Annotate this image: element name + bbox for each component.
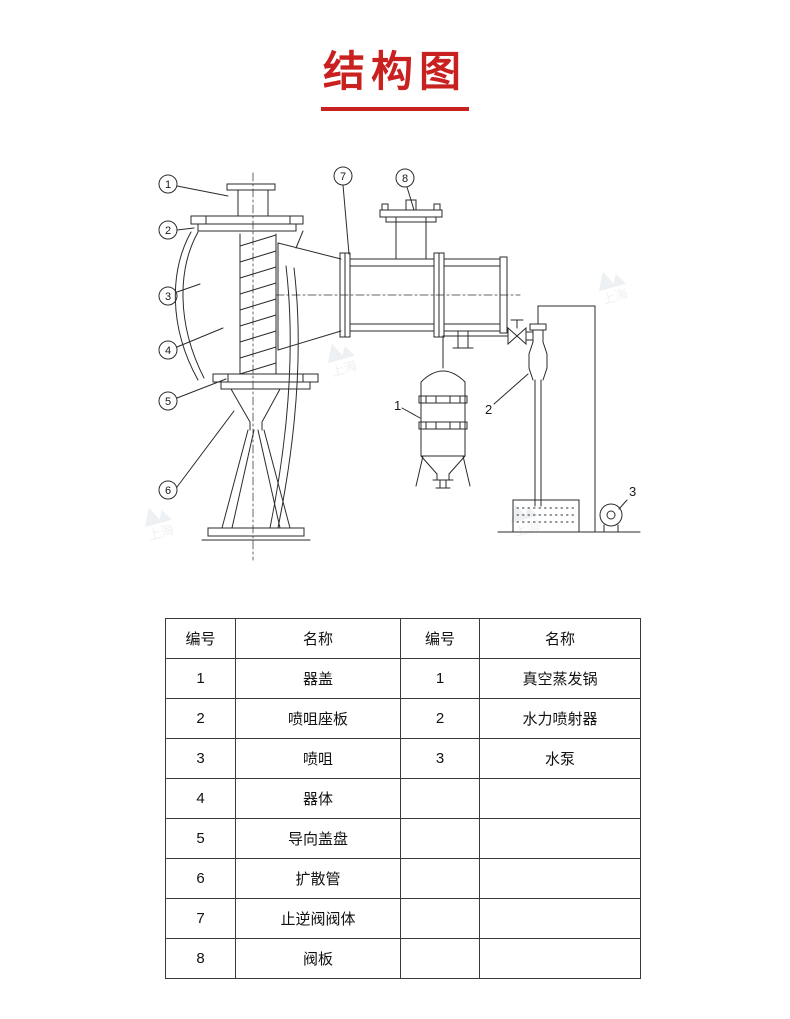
callout-1: 1 [158,174,229,197]
callout-6: 6 [158,410,235,500]
callout-8: 8 [395,168,415,211]
table-row: 6 扩散管 [165,858,641,899]
ejector-body-assembly [174,183,319,541]
svg-text:2: 2 [165,225,171,237]
table-row: 5 导向盖盘 [165,818,641,859]
parts-table: 编号 名称 编号 名称 1 器盖 1 真空蒸发锅 2 喷咀座板 2 水力喷射器 … [165,618,641,979]
watermark: 上海 上海 上海 上海 [144,271,630,544]
callout-2: 2 [158,220,195,240]
part-no: 3 [400,738,480,779]
svg-text:2: 2 [485,402,492,417]
part-label-2: 2 [485,373,529,417]
part-no [400,898,480,939]
part-no: 6 [165,858,236,899]
svg-text:上海: 上海 [600,286,629,308]
part-no: 1 [165,658,236,699]
part-name: 阀板 [235,938,401,979]
part-name: 器体 [235,778,401,819]
structure-drawing: 上海 上海 上海 上海 [144,166,641,561]
table-row: 2 喷咀座板 2 水力喷射器 [165,698,641,739]
header-no-left: 编号 [165,618,236,659]
svg-text:7: 7 [340,171,346,183]
part-name: 导向盖盘 [235,818,401,859]
part-name [479,898,641,939]
header-name-left: 名称 [235,618,401,659]
part-no [400,938,480,979]
table-row: 8 阀板 [165,938,641,979]
title-area: 结构图 [0,38,790,111]
svg-text:5: 5 [165,396,171,408]
part-label-1: 1 [394,398,421,419]
svg-text:1: 1 [165,179,171,191]
part-name: 真空蒸发锅 [479,658,641,699]
svg-text:3: 3 [165,291,171,303]
installation-schematic [415,305,641,533]
svg-text:3: 3 [629,484,636,499]
table-row: 1 器盖 1 真空蒸发锅 [165,658,641,699]
part-label-3: 3 [618,484,636,510]
table-row: 3 喷咀 3 水泵 [165,738,641,779]
part-no: 7 [165,898,236,939]
centerlines [252,172,521,561]
part-name: 水力喷射器 [479,698,641,739]
callout-7: 7 [333,166,353,255]
table-header-row: 编号 名称 编号 名称 [165,618,641,659]
part-no: 4 [165,778,236,819]
part-no: 3 [165,738,236,779]
diffuser-check-valve-assembly [277,199,508,351]
svg-text:4: 4 [165,345,171,357]
part-name [479,778,641,819]
header-no-right: 编号 [400,618,480,659]
callouts: 1 2 3 4 5 [158,166,415,500]
table-row: 7 止逆阀阀体 [165,898,641,939]
callout-3: 3 [158,283,201,306]
part-name: 扩散管 [235,858,401,899]
part-no: 2 [400,698,480,739]
part-no [400,818,480,859]
svg-text:上海: 上海 [512,518,541,540]
part-name: 器盖 [235,658,401,699]
svg-text:上海: 上海 [329,358,358,380]
part-no: 1 [400,658,480,699]
part-name: 喷咀座板 [235,698,401,739]
callout-4: 4 [158,327,224,360]
svg-text:上海: 上海 [146,522,175,544]
schematic-part-labels: 1 2 3 [394,373,636,510]
part-name: 喷咀 [235,738,401,779]
part-no: 2 [165,698,236,739]
svg-text:8: 8 [402,173,408,185]
part-name: 水泵 [479,738,641,779]
callout-5: 5 [158,378,227,411]
page-title: 结构图 [320,38,469,111]
part-name: 止逆阀阀体 [235,898,401,939]
header-name-right: 名称 [479,618,641,659]
part-name [479,938,641,979]
part-no: 8 [165,938,236,979]
part-no: 5 [165,818,236,859]
part-no [400,858,480,899]
svg-text:6: 6 [165,485,171,497]
part-name [479,818,641,859]
part-name [479,858,641,899]
part-no [400,778,480,819]
svg-text:1: 1 [394,398,401,413]
table-row: 4 器体 [165,778,641,819]
